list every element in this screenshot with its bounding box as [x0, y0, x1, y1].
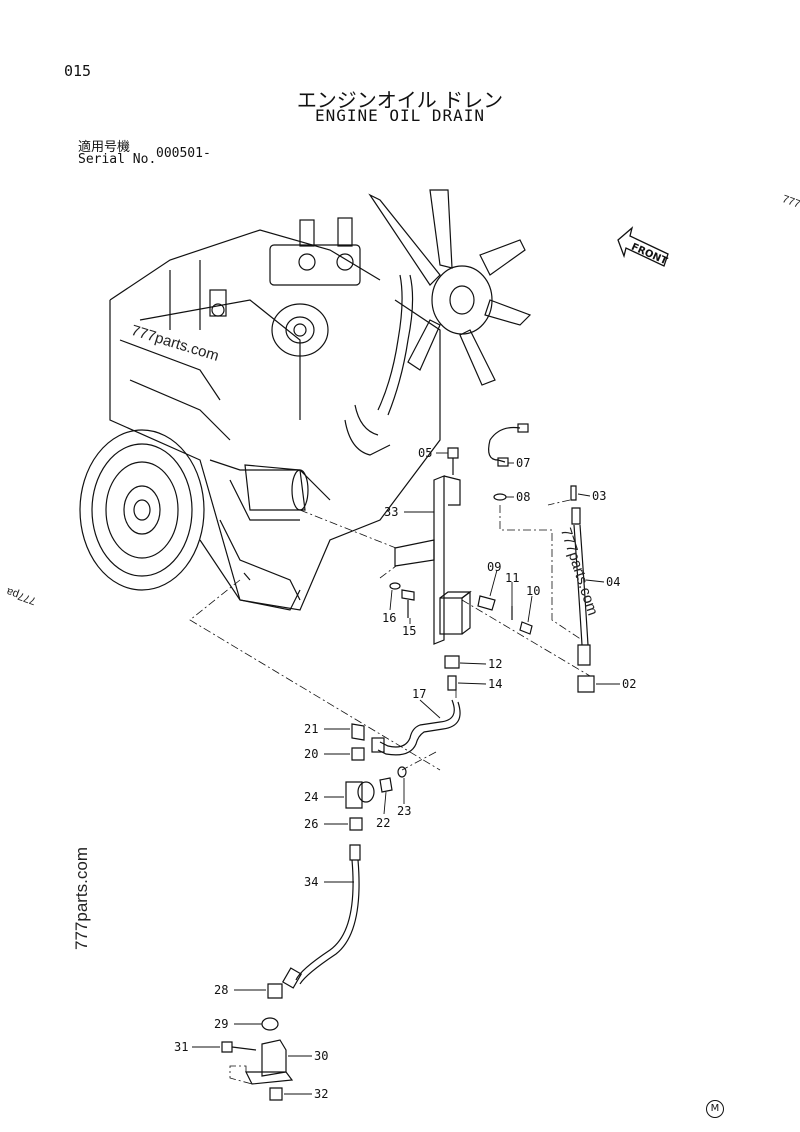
callout-03: 03: [592, 489, 606, 503]
callout-33: 33: [384, 505, 398, 519]
callout-30: 30: [314, 1049, 328, 1063]
callout-34: 34: [304, 875, 318, 889]
reference-lines: [189, 499, 591, 1085]
serial-label-english: Serial No.: [78, 152, 157, 167]
callout-04: 04: [606, 575, 620, 589]
callout-02: 02: [622, 677, 636, 691]
callout-21: 21: [304, 722, 318, 736]
watermark-left: 777parts.com: [72, 847, 91, 950]
page-number: 015: [64, 62, 92, 80]
engine-illustration: [79, 189, 532, 611]
callout-17: 17: [412, 687, 426, 701]
title-japanese: エンジンオイル ドレン: [296, 88, 504, 112]
callout-07: 07: [516, 456, 530, 470]
callout-15: 15: [402, 624, 416, 638]
maker-mark-icon: M: [706, 1100, 724, 1118]
serial-label-japanese: 適用号機: [78, 140, 131, 155]
callout-22: 22: [376, 816, 390, 830]
serial-value: 000501-: [156, 146, 211, 161]
front-arrow-icon: [617, 226, 669, 267]
callout-16: 16: [382, 611, 396, 625]
callout-labels: 05 07 08 03 33 04 09 11 10 16 15 12 14 0…: [174, 446, 636, 1101]
callout-23: 23: [397, 804, 411, 818]
leader-lines: [192, 452, 620, 1095]
title-english: ENGINE OIL DRAIN: [314, 106, 486, 125]
callout-05: 05: [418, 446, 432, 460]
callout-14: 14: [488, 677, 502, 691]
callout-32: 32: [314, 1087, 328, 1101]
callout-10: 10: [526, 584, 540, 598]
drain-parts-illustration: [221, 423, 595, 1101]
callout-28: 28: [214, 983, 228, 997]
callout-09: 09: [487, 560, 501, 574]
callout-20: 20: [304, 747, 318, 761]
callout-08: 08: [516, 490, 530, 504]
callout-11: 11: [505, 571, 519, 585]
callout-31: 31: [174, 1040, 188, 1054]
callout-26: 26: [304, 817, 318, 831]
callout-24: 24: [304, 790, 318, 804]
callout-12: 12: [488, 657, 502, 671]
callout-29: 29: [214, 1017, 228, 1031]
